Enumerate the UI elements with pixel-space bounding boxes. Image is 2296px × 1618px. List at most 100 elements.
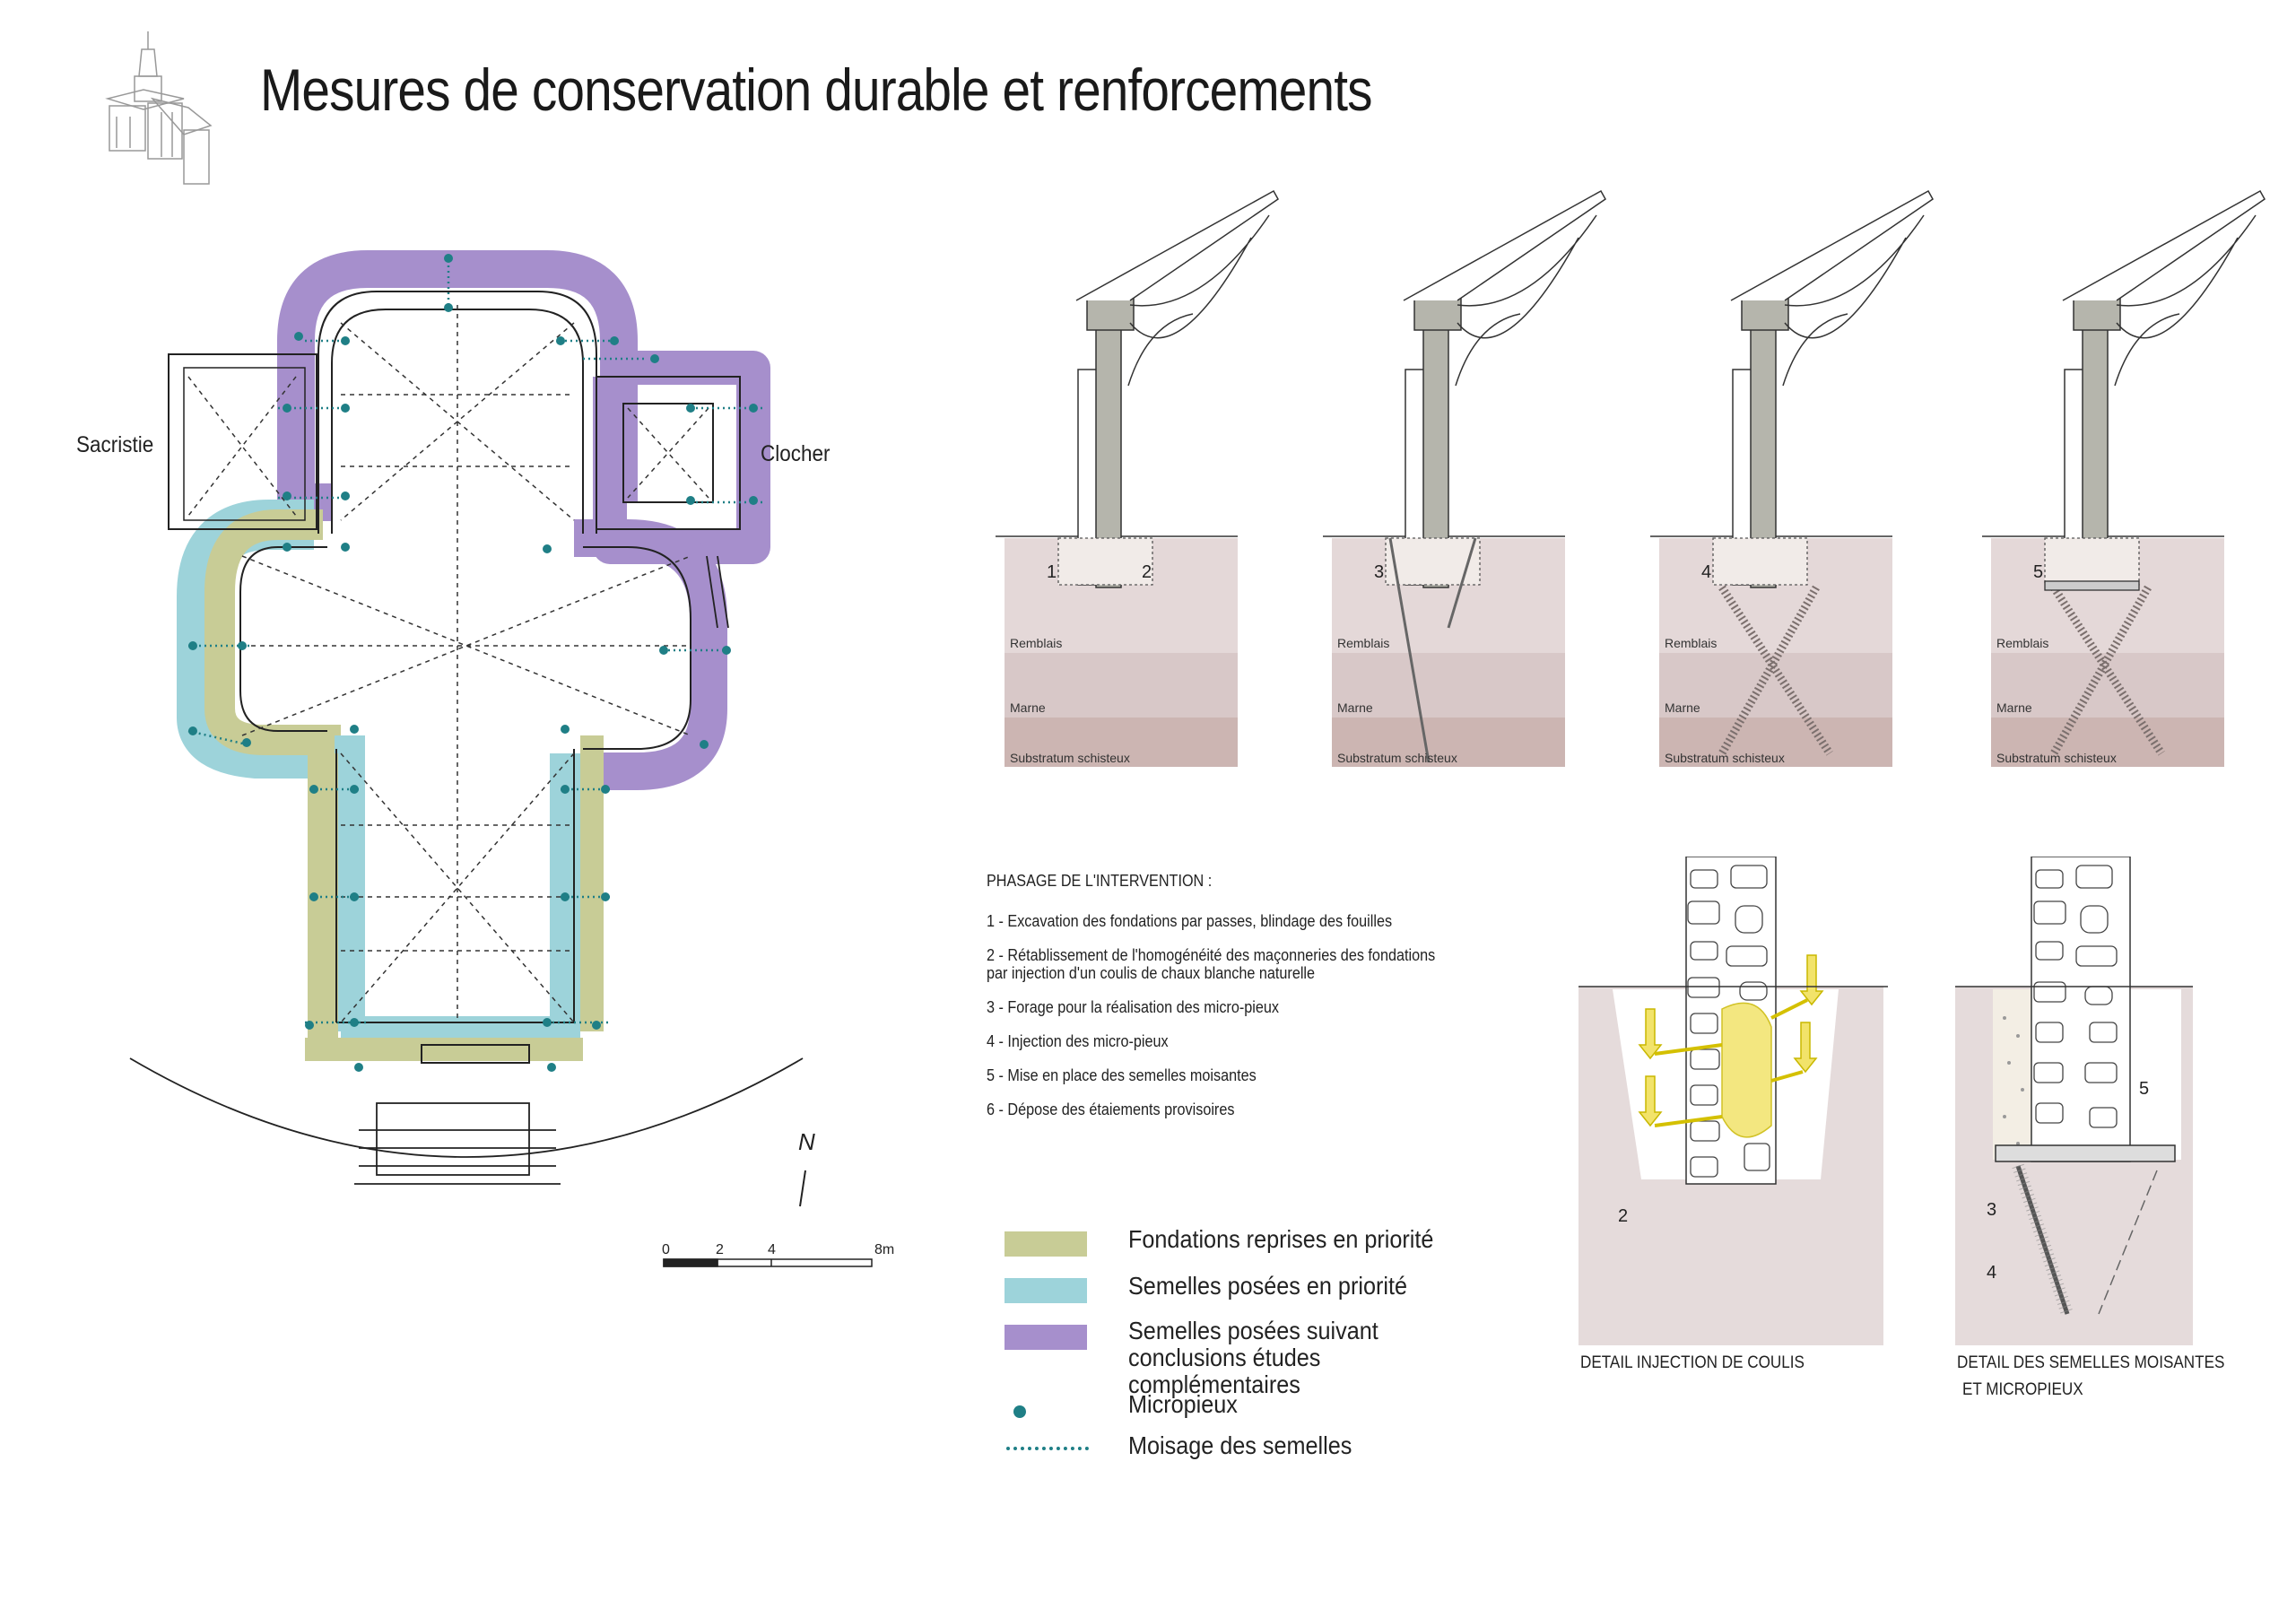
detail-injection-number: 2 xyxy=(1618,1206,1628,1226)
legend-item-micropieux: Micropieux xyxy=(1004,1389,1578,1434)
moisage-dotted-icon xyxy=(1006,1447,1089,1450)
vault-rib xyxy=(2114,214,2257,387)
phasage-item: 1 - Excavation des fondations par passes… xyxy=(987,912,1393,930)
vault-rib xyxy=(1127,214,1270,387)
layer-label-marne: Marne xyxy=(1010,700,1046,715)
layer-label-marne: Marne xyxy=(1337,700,1373,715)
caption-detail-injection: DETAIL INJECTION DE COULIS xyxy=(1580,1353,1805,1372)
layer-marne xyxy=(1004,653,1238,718)
legend-swatch xyxy=(1004,1325,1087,1350)
layer-substratum xyxy=(1659,718,1892,767)
roof-slope xyxy=(2062,189,2266,301)
semelle xyxy=(2044,580,2140,591)
detail-semelles-number-5: 5 xyxy=(2139,1079,2149,1099)
excavation xyxy=(1385,537,1481,586)
church-logo-icon xyxy=(105,31,213,185)
roof-slope xyxy=(1403,189,1606,301)
phasage-title: PHASAGE DE L'INTERVENTION : xyxy=(987,872,1213,890)
legend-label: Semelles posées en priorité xyxy=(1128,1272,1407,1300)
forecourt xyxy=(129,555,804,1185)
phasage-list: PHASAGE DE L'INTERVENTION : 1 - Excavati… xyxy=(987,872,1487,1135)
north-arrow-icon xyxy=(799,1170,806,1207)
clocher-outline xyxy=(596,376,741,530)
roof-slope xyxy=(1075,189,1279,301)
step-number: 1 xyxy=(1047,562,1057,582)
scale-0: 0 xyxy=(662,1242,670,1257)
sacristy-outline xyxy=(168,353,317,530)
micropieu-dot-icon xyxy=(1013,1405,1026,1418)
detail-semelles-numbers: 3 4 5 xyxy=(1987,1079,2149,1283)
legend-label: Micropieux xyxy=(1128,1390,1238,1418)
layer-label-substratum: Substratum schisteux xyxy=(1010,751,1130,765)
caption-detail-semelles-1: DETAIL DES SEMELLES MOISANTES xyxy=(1957,1353,2225,1372)
layer-label-remblais: Remblais xyxy=(1996,636,2048,650)
legend-item-moisage: Moisage des semelles xyxy=(1004,1431,1578,1475)
church-floor-plan xyxy=(129,250,873,1267)
scale-2: 2 xyxy=(716,1242,724,1257)
excavation xyxy=(1057,537,1153,586)
step-number: 3 xyxy=(1374,562,1384,582)
micropieu xyxy=(1718,585,1820,756)
detail-semelles-drawing xyxy=(1955,857,2193,1345)
layer-label-substratum: Substratum schisteux xyxy=(1996,751,2117,765)
layer-substratum xyxy=(1004,718,1238,767)
detail-semelles-number-3: 3 xyxy=(1987,1200,1996,1220)
label-clocher: Clocher xyxy=(761,441,831,466)
phasage-item: 5 - Mise en place des semelles moisantes xyxy=(987,1066,1257,1084)
band-purple-choir xyxy=(277,250,638,502)
micropieux-dots xyxy=(188,254,758,1072)
layer-label-remblais: Remblais xyxy=(1665,636,1717,650)
layer-substratum xyxy=(1991,718,2224,767)
band-olive-transept-left xyxy=(204,509,341,755)
scale-4: 4 xyxy=(768,1242,776,1257)
vault-rib xyxy=(1455,214,1597,387)
layer-label-substratum: Substratum schisteux xyxy=(1337,751,1457,765)
scale-8m: 8m xyxy=(874,1242,895,1257)
legend-swatch xyxy=(1004,1278,1087,1303)
label-sacristie: Sacristie xyxy=(76,432,154,457)
layer-label-substratum: Substratum schisteux xyxy=(1665,751,1785,765)
legend-item-semelles-etudes: Semelles posées suivant conclusions étud… xyxy=(1004,1318,1578,1398)
page-title: Mesures de conservation durable et renfo… xyxy=(260,57,1373,123)
micropieu xyxy=(1718,585,1833,756)
band-purple-clocher xyxy=(593,351,770,564)
foundation-bands xyxy=(177,250,770,1061)
scale-bar xyxy=(663,1258,873,1267)
phasage-item: 6 - Dépose des étaiements provisoires xyxy=(987,1100,1235,1118)
band-purple-transept-right xyxy=(574,519,727,790)
excavation xyxy=(2044,537,2140,586)
pillar-capital xyxy=(1086,295,1135,331)
layer-substratum xyxy=(1332,718,1565,767)
pillar-capital xyxy=(1741,295,1789,331)
pillar-capital xyxy=(2073,295,2121,331)
phasage-item: 4 - Injection des micro-pieux xyxy=(987,1032,1169,1050)
phasage-item: 2 - Rétablissement de l'homogénéité des … xyxy=(987,946,1436,982)
legend-label: Fondations reprises en priorité xyxy=(1128,1225,1434,1253)
micropieu xyxy=(2050,585,2165,756)
excavation xyxy=(1712,537,1808,586)
number-2-label-injection: 2 xyxy=(1618,1206,1628,1226)
step-number: 2 xyxy=(1142,562,1152,582)
detail-injection-drawing xyxy=(1578,857,1888,1345)
legend-item-fondations: Fondations reprises en priorité xyxy=(1004,1224,1578,1269)
caption-detail-semelles-2: ET MICROPIEUX xyxy=(1962,1380,2083,1399)
layer-label-marne: Marne xyxy=(1665,700,1700,715)
phasage-item: 3 - Forage pour la réalisation des micro… xyxy=(987,998,1279,1016)
roof-slope xyxy=(1730,189,1934,301)
layer-label-remblais: Remblais xyxy=(1010,636,1062,650)
legend-label: Moisage des semelles xyxy=(1128,1431,1352,1459)
vault-rib xyxy=(1782,214,1925,387)
legend-swatch xyxy=(1004,1231,1087,1257)
legend-label: Semelles posées suivant conclusions étud… xyxy=(1128,1317,1378,1398)
step-number: 4 xyxy=(1701,562,1711,582)
layer-label-marne: Marne xyxy=(1996,700,2032,715)
layer-label-remblais: Remblais xyxy=(1337,636,1389,650)
pillar-capital xyxy=(1413,295,1462,331)
vault-lines xyxy=(187,305,709,1023)
detail-semelles-number-4: 4 xyxy=(1987,1263,1996,1283)
drill-line xyxy=(1447,537,1477,629)
north-label: N xyxy=(798,1128,815,1155)
layer-marne xyxy=(1332,653,1565,718)
drill-line xyxy=(1388,537,1431,763)
